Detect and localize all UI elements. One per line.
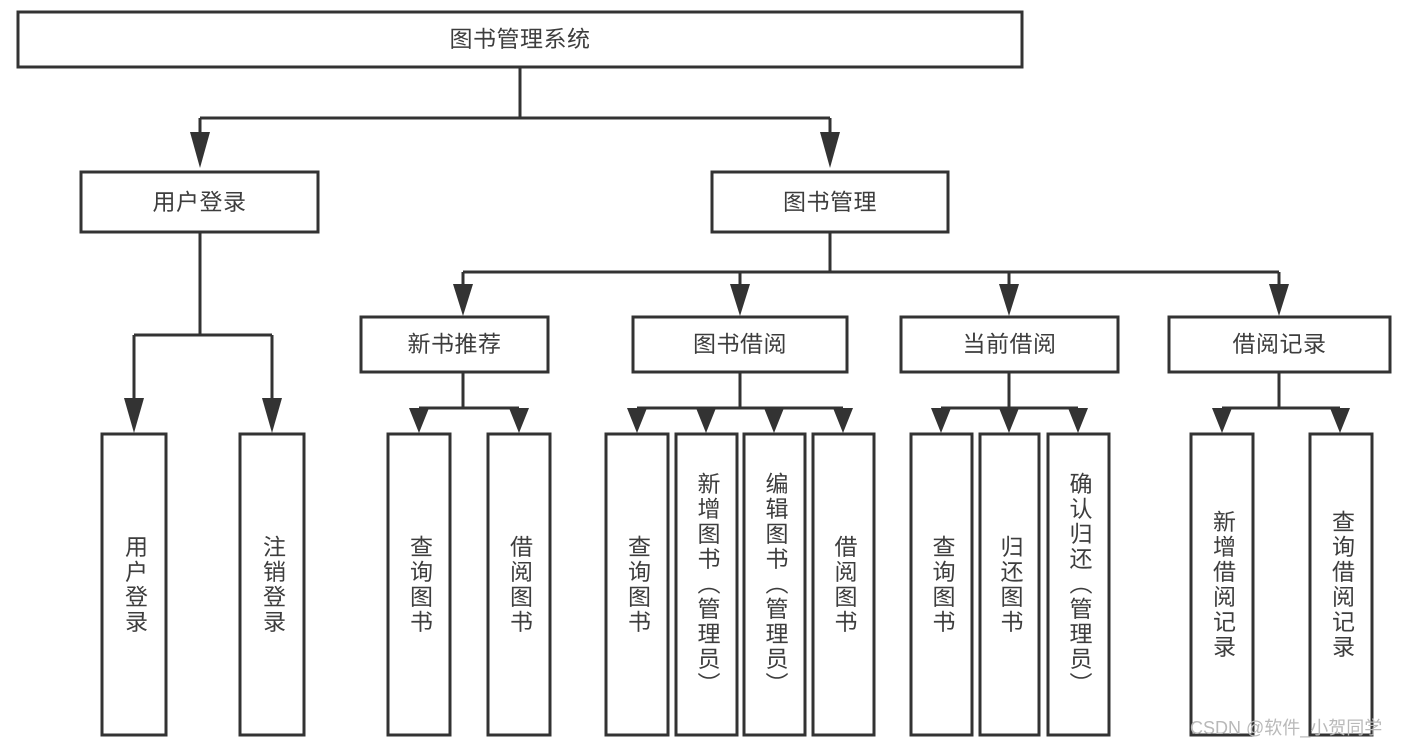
node-box-leaf-borrow-book-1[interactable] [486,432,552,737]
arrow-leaf-add-record [1212,408,1232,433]
node-box-leaf-borrow-book-2[interactable] [811,432,876,737]
arrow-leaf-query-record [1330,408,1350,433]
node-box-user-login[interactable] [79,170,320,234]
node-box-book-manage[interactable] [710,170,950,234]
connector-user-login-to-leaves [124,232,282,433]
node-box-leaf-add-record[interactable] [1189,432,1255,737]
node-box-leaf-query-book-1[interactable] [386,432,452,737]
connector-new-book-rec-to-leaves [409,372,529,433]
arrow-leaf-borrow-book-1 [509,408,529,433]
arrow-leaf-user-login [124,398,144,433]
arrow-leaf-add-book [696,408,716,433]
arrow-leaf-query-book-3 [931,408,951,433]
connector-book-borrow-to-leaves [627,372,853,433]
arrow-leaf-return-book [999,408,1019,433]
arrow-current-borrow [999,284,1019,316]
connector-book-manage-to-level2 [453,232,1289,316]
node-box-new-book-rec[interactable] [359,315,550,374]
node-box-borrow-record[interactable] [1167,315,1392,374]
arrow-leaf-query-book-1 [409,408,429,433]
node-box-leaf-query-book-2[interactable] [604,432,670,737]
arrow-leaf-borrow-book-2 [833,408,853,433]
connector-borrow-record-to-leaves [1212,372,1350,433]
arrow-new-book-rec [453,284,473,316]
arrow-book-manage [820,132,840,168]
node-box-leaf-query-book-3[interactable] [909,432,974,737]
node-box-leaf-logout[interactable] [238,432,306,737]
connector-current-borrow-to-leaves [931,372,1088,433]
node-box-book-borrow[interactable] [631,315,849,374]
arrow-book-borrow [730,284,750,316]
node-box-leaf-query-record[interactable] [1308,432,1374,737]
arrow-leaf-edit-book [764,408,784,433]
node-box-leaf-user-login[interactable] [100,432,168,737]
node-box-leaf-confirm-return[interactable] [1046,432,1111,737]
arrow-borrow-record [1269,284,1289,316]
arrow-leaf-logout [262,398,282,433]
node-box-leaf-return-book[interactable] [978,432,1041,737]
node-box-current-borrow[interactable] [899,315,1120,374]
arrow-user-login [190,132,210,168]
arrow-leaf-confirm-return [1068,408,1088,433]
connector-root-to-level1 [190,67,840,168]
node-box-leaf-add-book[interactable] [674,432,739,737]
node-box-leaf-edit-book[interactable] [742,432,807,737]
arrow-leaf-query-book-2 [627,408,647,433]
node-box-root[interactable] [16,10,1024,69]
